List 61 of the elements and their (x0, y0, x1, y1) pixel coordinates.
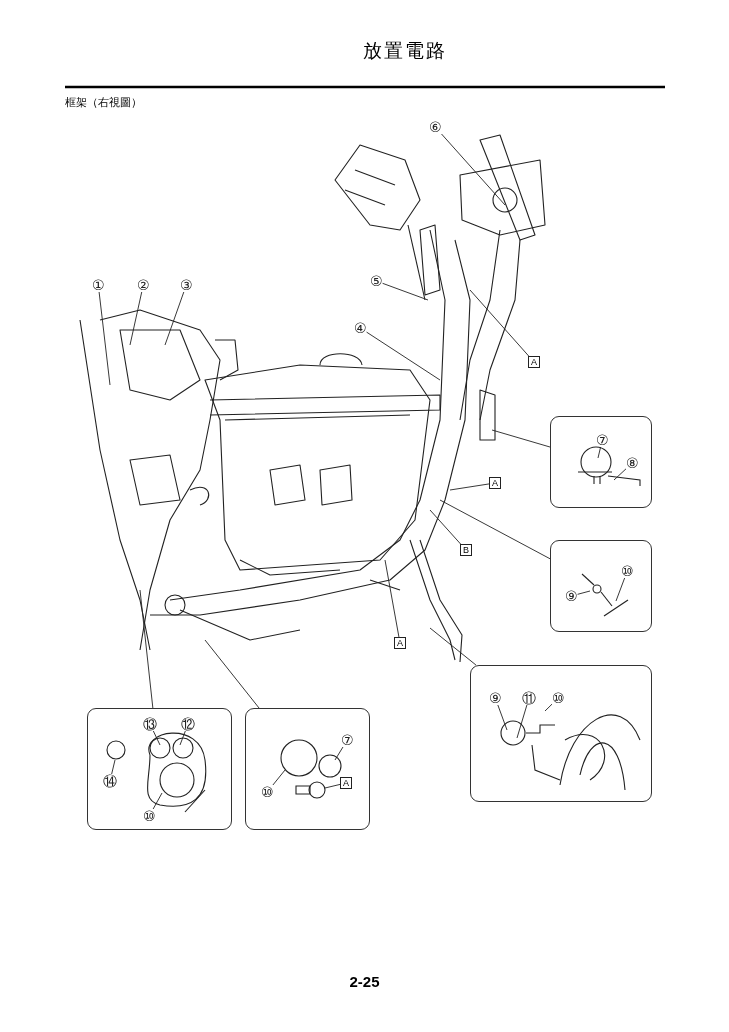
callout-number: ⑥ (429, 120, 442, 134)
callout-number: ② (137, 278, 150, 292)
leader-line (441, 133, 506, 206)
leader-line (129, 291, 143, 346)
callout-number: ⑩ (143, 809, 156, 823)
leader-line (334, 746, 344, 761)
callout-number: ⑦ (341, 733, 354, 747)
leader-line (439, 499, 551, 560)
callout-number: ⑨ (489, 691, 502, 705)
leader-line (544, 703, 553, 712)
callout-number: ③ (180, 278, 193, 292)
callout-number: ⑧ (626, 456, 639, 470)
detail-panel (550, 416, 652, 508)
leader-line (384, 559, 400, 638)
leader-line (98, 291, 111, 386)
leader-line (272, 769, 286, 786)
leader-line (429, 509, 462, 545)
leader-line (449, 483, 490, 491)
callout-number: ⑪ (522, 691, 536, 705)
reference-letter: A (489, 477, 501, 489)
leader-line (139, 589, 154, 709)
callout-number: ⑩ (621, 564, 634, 578)
leader-line (615, 577, 626, 602)
callout-number: ⑤ (370, 274, 383, 288)
reference-letter: A (394, 637, 406, 649)
leader-line (111, 759, 116, 775)
detail-panel (87, 708, 232, 830)
callout-number: ⑩ (552, 691, 565, 705)
callout-number: ⑦ (596, 433, 609, 447)
reference-letter: B (460, 544, 472, 556)
detail-panel (470, 665, 652, 802)
view-caption: 框架（右視圖） (65, 95, 142, 110)
callout-number: ① (92, 278, 105, 292)
leader-line (491, 429, 551, 448)
leader-line (152, 792, 163, 810)
leader-line (324, 783, 341, 789)
leader-line (179, 730, 186, 746)
leader-line (366, 331, 441, 381)
callout-number: ⑫ (181, 717, 195, 731)
leader-line (516, 704, 528, 739)
leader-line (577, 590, 591, 595)
callout-number: ⑬ (143, 717, 157, 731)
leader-line (164, 291, 185, 346)
leader-line (204, 639, 260, 709)
callout-number: ⑨ (565, 589, 578, 603)
callout-number: ⑩ (261, 785, 274, 799)
detail-panel (550, 540, 652, 632)
reference-letter: A (528, 356, 540, 368)
leader-line (469, 289, 530, 357)
leader-line (382, 282, 429, 301)
callout-number: ④ (354, 321, 367, 335)
leader-line (429, 627, 477, 666)
callout-number: ⑭ (103, 774, 117, 788)
page-number: 2-25 (348, 973, 381, 990)
leader-line (152, 730, 161, 746)
leader-line (613, 468, 627, 481)
leader-line (497, 704, 508, 731)
detail-panel (245, 708, 370, 830)
reference-letter: A (340, 777, 352, 789)
page-title: 放置電路 (362, 38, 448, 63)
leader-line (597, 446, 602, 459)
